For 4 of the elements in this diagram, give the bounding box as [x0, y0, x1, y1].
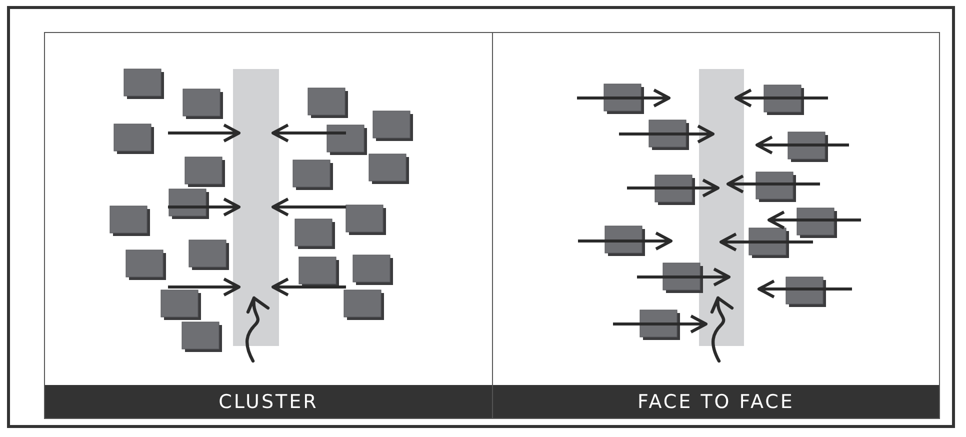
- panel-caption: CLUSTER: [218, 390, 318, 412]
- panel-caption: FACE TO FACE: [638, 390, 794, 412]
- panel: [44, 32, 493, 419]
- panel: [492, 32, 940, 419]
